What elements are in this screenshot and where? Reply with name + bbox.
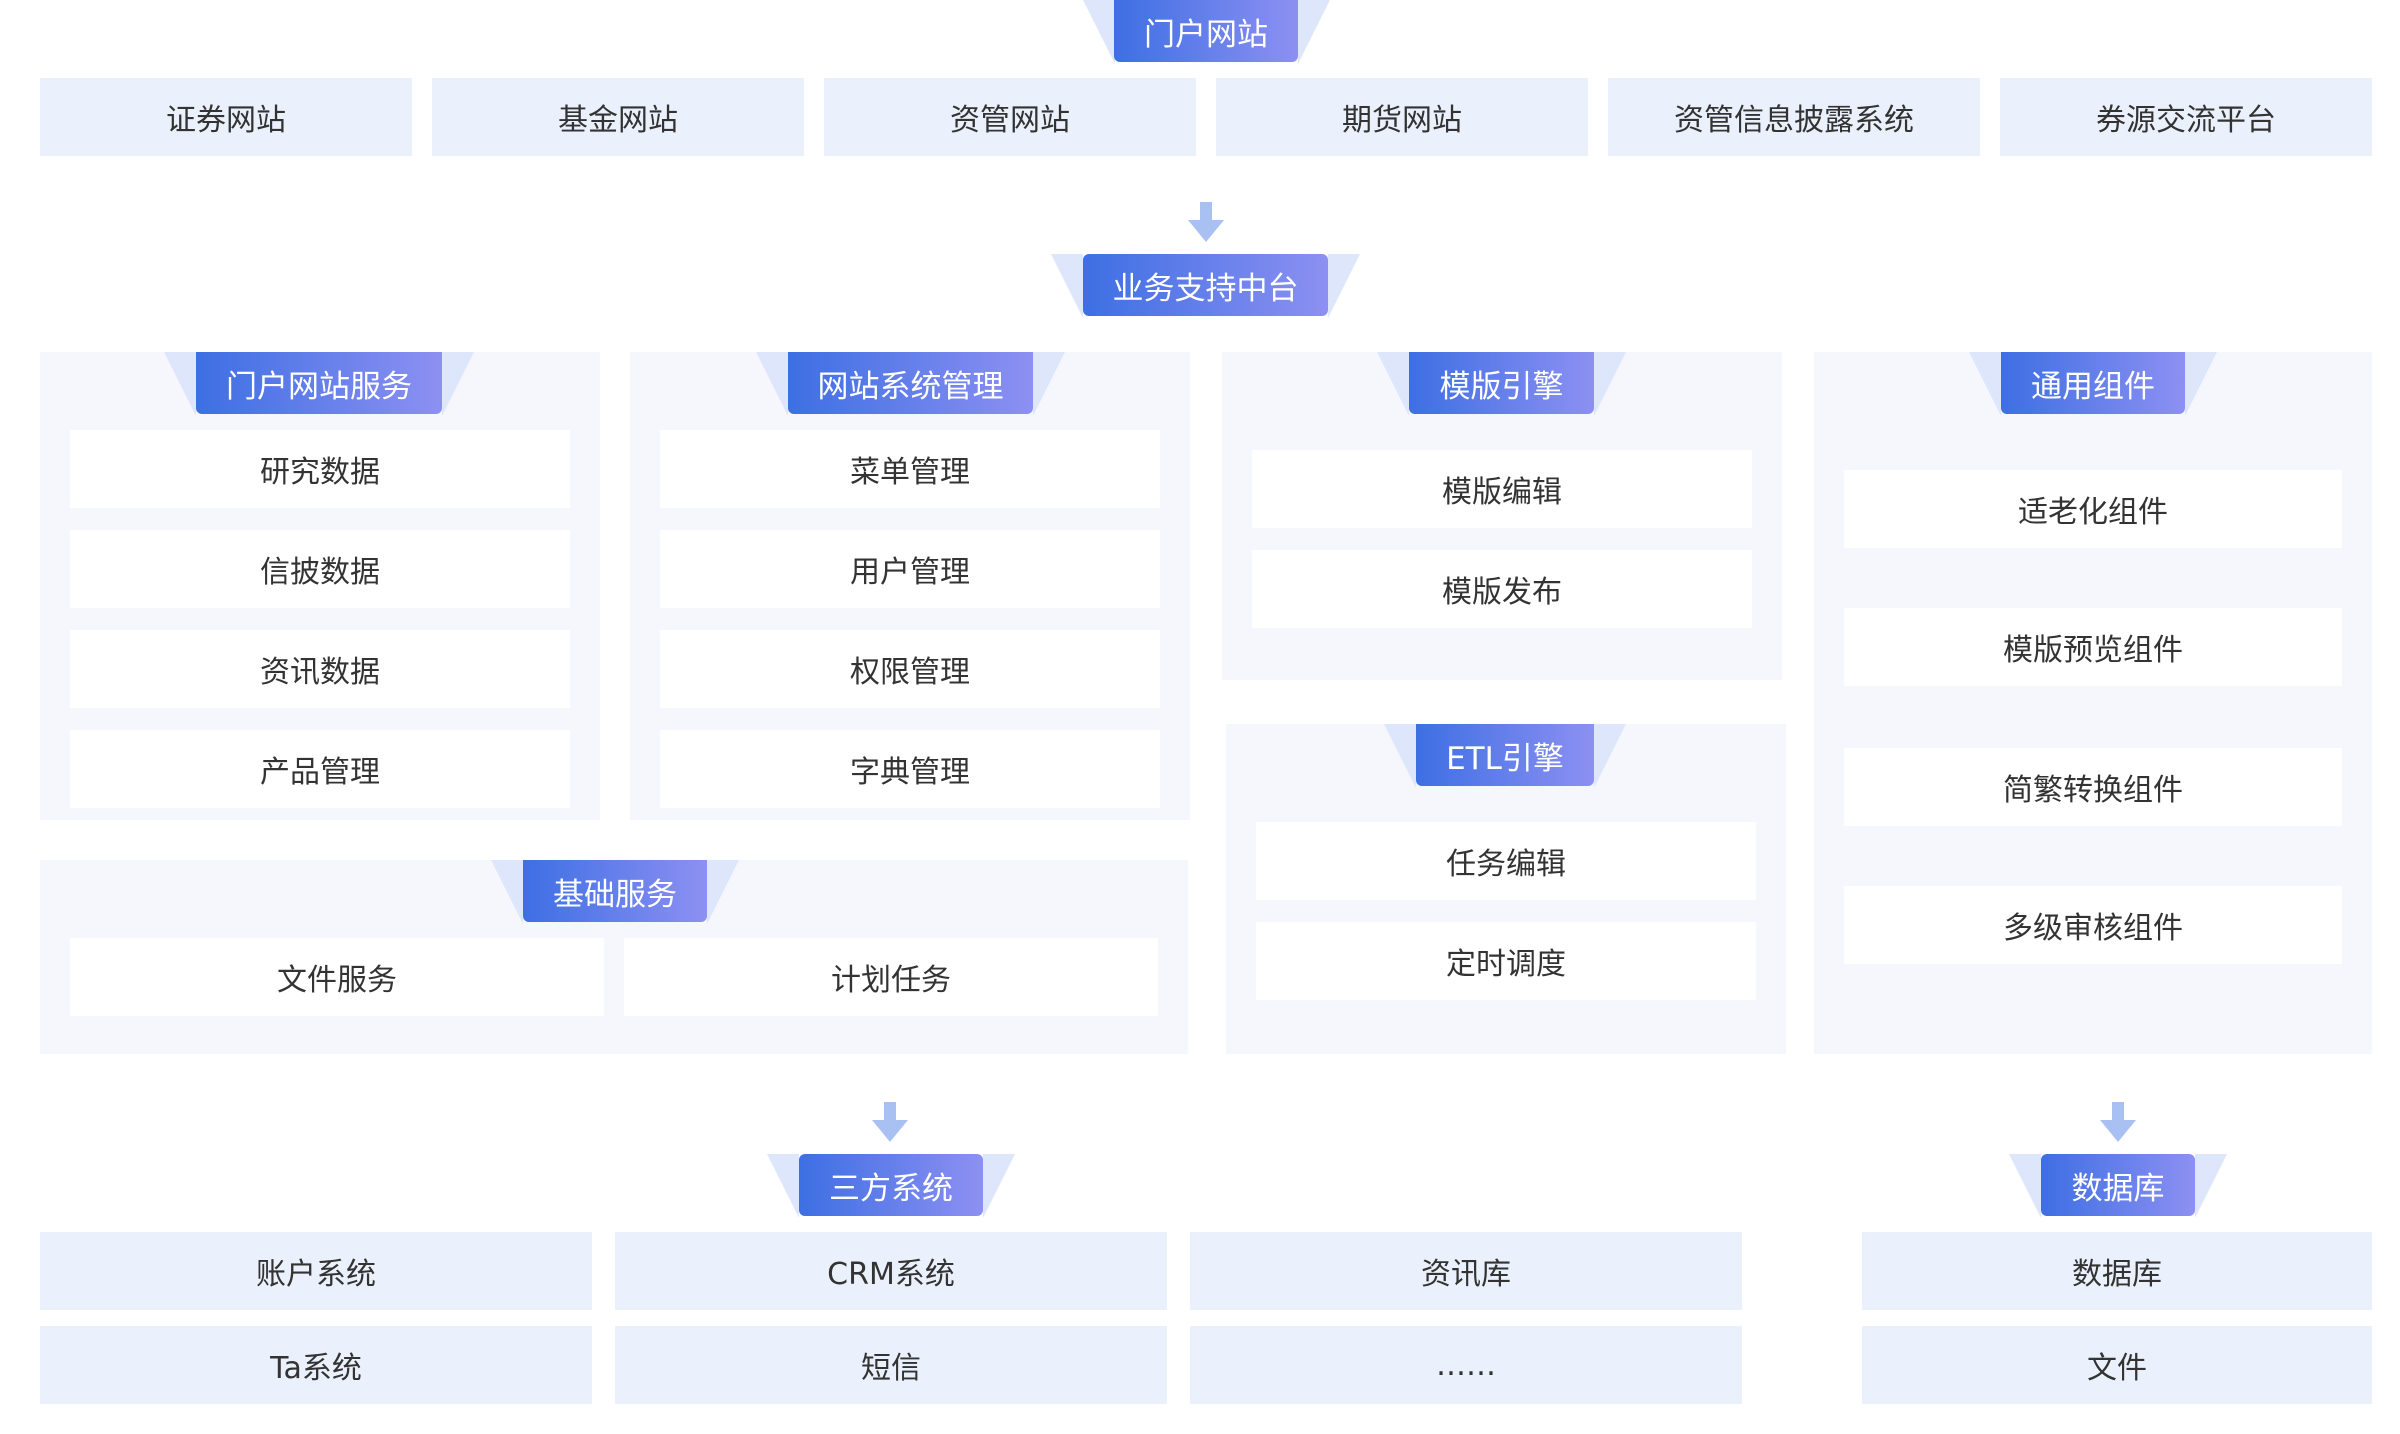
tag-wing-left bbox=[756, 352, 788, 416]
item-user-mgmt[interactable]: 用户管理 bbox=[660, 530, 1160, 608]
item-template-publish[interactable]: 模版发布 bbox=[1252, 550, 1752, 628]
tag-wing-right bbox=[1328, 254, 1360, 318]
site-bond-exchange[interactable]: 券源交流平台 bbox=[2000, 78, 2372, 156]
site-securities[interactable]: 证券网站 bbox=[40, 78, 412, 156]
tag-wing-right bbox=[2185, 352, 2217, 416]
item-disclosure-data[interactable]: 信披数据 bbox=[70, 530, 570, 608]
tag-wing-left bbox=[2009, 1154, 2041, 1218]
tag-wing-left bbox=[1051, 254, 1083, 318]
tag-wing-left bbox=[767, 1154, 799, 1218]
item-account-system[interactable]: 账户系统 bbox=[40, 1232, 592, 1310]
item-news-library[interactable]: 资讯库 bbox=[1190, 1232, 1742, 1310]
item-elderly-component[interactable]: 适老化组件 bbox=[1844, 470, 2342, 548]
item-review-component[interactable]: 多级审核组件 bbox=[1844, 886, 2342, 964]
tag-wing-right bbox=[707, 860, 739, 924]
item-product-mgmt[interactable]: 产品管理 bbox=[70, 730, 570, 808]
portal-tag: 门户网站 bbox=[1114, 0, 1298, 62]
tag-wing-right bbox=[1033, 352, 1065, 416]
tag-wing-left bbox=[1083, 0, 1115, 64]
tag-wing-right bbox=[2195, 1154, 2227, 1218]
tag-wing-right bbox=[983, 1154, 1015, 1218]
base-service-tag: 基础服务 bbox=[523, 860, 707, 922]
template-engine-tag: 模版引擎 bbox=[1409, 352, 1594, 414]
site-futures[interactable]: 期货网站 bbox=[1216, 78, 1588, 156]
item-conversion-component[interactable]: 简繁转换组件 bbox=[1844, 748, 2342, 826]
item-menu-mgmt[interactable]: 菜单管理 bbox=[660, 430, 1160, 508]
tag-wing-right bbox=[442, 352, 474, 416]
item-scheduling[interactable]: 定时调度 bbox=[1256, 922, 1756, 1000]
item-preview-component[interactable]: 模版预览组件 bbox=[1844, 608, 2342, 686]
item-task-edit[interactable]: 任务编辑 bbox=[1256, 822, 1756, 900]
tag-wing-right bbox=[1298, 0, 1330, 64]
item-template-edit[interactable]: 模版编辑 bbox=[1252, 450, 1752, 528]
database-tag: 数据库 bbox=[2041, 1154, 2195, 1216]
common-components-tag: 通用组件 bbox=[2001, 352, 2185, 414]
item-ta-system[interactable]: Ta系统 bbox=[40, 1326, 592, 1404]
item-more[interactable]: …… bbox=[1190, 1326, 1742, 1404]
site-fund[interactable]: 基金网站 bbox=[432, 78, 804, 156]
middle-platform-tag: 业务支持中台 bbox=[1083, 254, 1328, 316]
tag-wing-left bbox=[1377, 352, 1409, 416]
site-disclosure-system[interactable]: 资管信息披露系统 bbox=[1608, 78, 1980, 156]
tag-wing-left bbox=[1969, 352, 2001, 416]
item-crm-system[interactable]: CRM系统 bbox=[615, 1232, 1167, 1310]
arrow-down-icon bbox=[1188, 202, 1224, 242]
portal-service-tag: 门户网站服务 bbox=[196, 352, 442, 414]
third-party-tag: 三方系统 bbox=[799, 1154, 983, 1216]
item-sms[interactable]: 短信 bbox=[615, 1326, 1167, 1404]
arrow-down-icon bbox=[872, 1102, 908, 1142]
item-database[interactable]: 数据库 bbox=[1862, 1232, 2372, 1310]
tag-wing-left bbox=[491, 860, 523, 924]
item-scheduled-task[interactable]: 计划任务 bbox=[624, 938, 1158, 1016]
item-news-data[interactable]: 资讯数据 bbox=[70, 630, 570, 708]
site-admin-tag: 网站系统管理 bbox=[788, 352, 1033, 414]
tag-wing-right bbox=[1594, 352, 1626, 416]
tag-wing-right bbox=[1594, 724, 1626, 788]
item-files[interactable]: 文件 bbox=[1862, 1326, 2372, 1404]
tag-wing-left bbox=[1384, 724, 1416, 788]
arrow-down-icon bbox=[2100, 1102, 2136, 1142]
item-dictionary-mgmt[interactable]: 字典管理 bbox=[660, 730, 1160, 808]
site-asset-mgmt[interactable]: 资管网站 bbox=[824, 78, 1196, 156]
item-permission-mgmt[interactable]: 权限管理 bbox=[660, 630, 1160, 708]
etl-engine-tag: ETL引擎 bbox=[1416, 724, 1594, 786]
item-file-service[interactable]: 文件服务 bbox=[70, 938, 604, 1016]
tag-wing-left bbox=[164, 352, 196, 416]
item-research-data[interactable]: 研究数据 bbox=[70, 430, 570, 508]
